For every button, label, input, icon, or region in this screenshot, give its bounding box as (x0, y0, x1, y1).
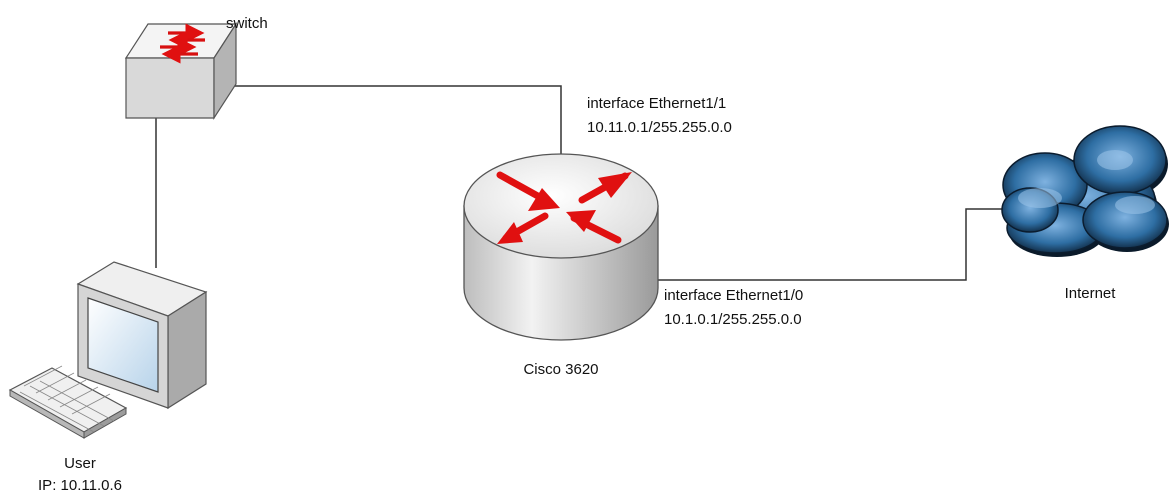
link-router-internet (658, 208, 1004, 281)
user-ip-label: IP: 10.11.0.6 (38, 477, 122, 494)
user-label: User (64, 455, 96, 472)
router-interface-eth1-0-address: 10.1.0.1/255.255.0.0 (664, 311, 802, 328)
links (155, 85, 1004, 281)
router-icon (463, 153, 659, 341)
switch-icon (124, 21, 238, 121)
internet-label: Internet (1064, 285, 1116, 302)
keyboard-icon (8, 365, 128, 439)
router-interface-eth1-0-name: interface Ethernet1/0 (664, 287, 804, 304)
computer-icon (8, 261, 208, 439)
cloud-icon (1001, 125, 1169, 257)
link-switch-router (232, 85, 562, 158)
router-interface-eth1-1-address: 10.11.0.1/255.255.0.0 (587, 119, 732, 136)
router-interface-eth1-1-name: interface Ethernet1/1 (587, 95, 727, 112)
switch-label: switch (226, 15, 268, 32)
router-label: Cisco 3620 (523, 361, 599, 378)
